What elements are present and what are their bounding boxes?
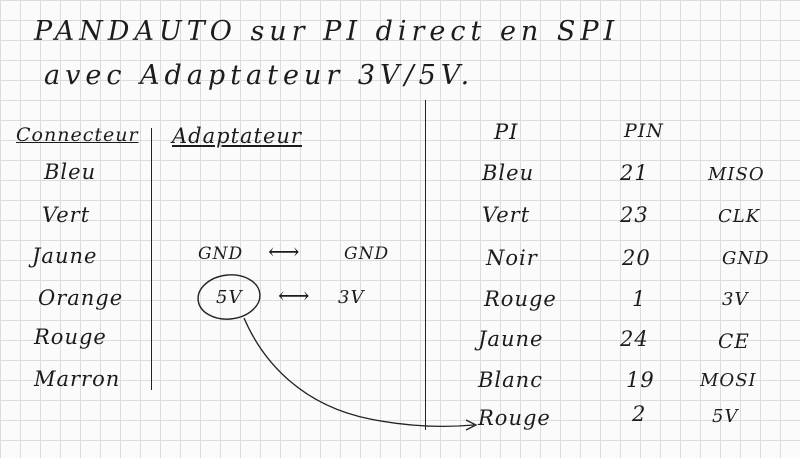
- connecteur-orange: Orange: [38, 286, 124, 310]
- connecteur-jaune: Jaune: [32, 244, 98, 268]
- adapt-5v: 5V: [216, 287, 243, 308]
- arrow-head-icon: [465, 419, 478, 431]
- header-pi: PI: [494, 120, 519, 144]
- pi-color-rouge-2: Rouge: [478, 406, 551, 430]
- adapt-3v: 3V: [338, 287, 365, 308]
- pi-pin-2: 2: [632, 402, 647, 426]
- pi-pin-23: 23: [620, 203, 649, 227]
- pi-signal-5v: 5V: [712, 406, 739, 427]
- connecteur-marron: Marron: [34, 367, 121, 391]
- pi-signal-miso: MISO: [708, 164, 765, 185]
- pi-signal-3v: 3V: [722, 289, 749, 310]
- pi-pin-21: 21: [620, 161, 649, 185]
- connecteur-bleu: Bleu: [44, 160, 97, 184]
- connecteur-vert: Vert: [42, 203, 91, 227]
- title-line-1: PANDAUTO sur PI direct en SPI: [34, 16, 620, 47]
- title-line-2: avec Adaptateur 3V/5V.: [44, 60, 475, 91]
- connecteur-rouge: Rouge: [34, 325, 107, 349]
- adapt-gnd-left: GND: [198, 244, 244, 264]
- adapt-arrow-gnd: ⟷: [268, 240, 301, 265]
- pi-color-bleu: Bleu: [482, 161, 535, 185]
- pi-signal-ce: CE: [718, 329, 750, 353]
- header-adaptateur: Adaptateur: [172, 124, 302, 148]
- pi-signal-mosi: MOSI: [700, 370, 757, 391]
- pi-color-noir: Noir: [486, 246, 538, 270]
- pi-pin-19: 19: [626, 368, 655, 392]
- pi-color-blanc: Blanc: [478, 368, 543, 392]
- connection-arrow: [243, 317, 475, 427]
- pi-pin-24: 24: [620, 327, 649, 351]
- adapt-gnd-right: GND: [344, 244, 390, 264]
- pi-signal-clk: CLK: [718, 206, 761, 227]
- pi-pin-1: 1: [632, 287, 647, 311]
- pi-color-rouge: Rouge: [484, 287, 557, 311]
- pi-signal-gnd: GND: [722, 248, 770, 269]
- pi-pin-20: 20: [622, 246, 651, 270]
- column-divider-left: [151, 128, 152, 390]
- header-connecteur: Connecteur: [16, 124, 139, 146]
- column-divider-center: [425, 100, 426, 430]
- adapt-arrow-5v-3v: ⟷: [278, 284, 311, 309]
- header-pin: PIN: [624, 120, 664, 142]
- pi-color-jaune: Jaune: [478, 327, 544, 351]
- pi-color-vert: Vert: [482, 203, 531, 227]
